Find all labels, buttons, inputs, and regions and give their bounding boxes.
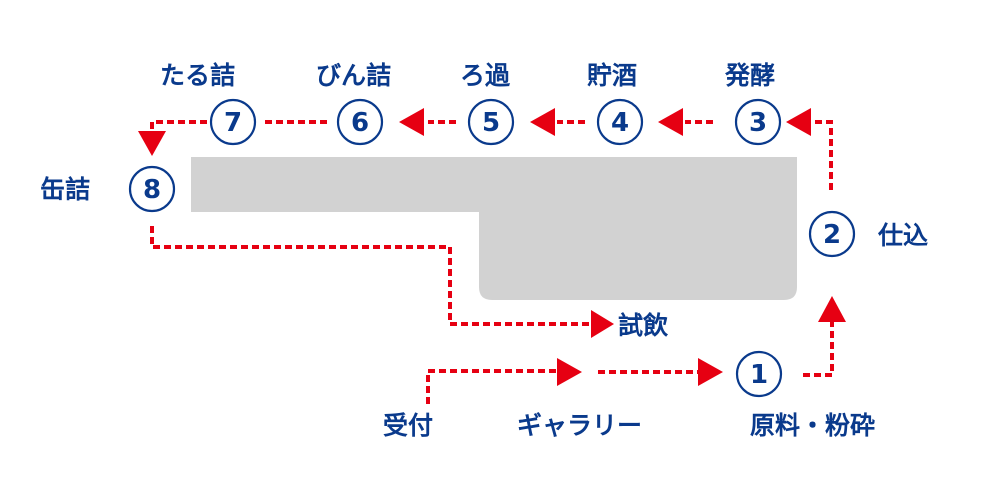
arrow-up-icon <box>818 296 846 322</box>
arrow-left-icon <box>399 108 424 136</box>
step-7: 7 たる詰 <box>160 61 257 146</box>
step-2-number: 2 <box>823 220 841 250</box>
step-8: 8 缶詰 <box>40 165 176 213</box>
step-5: 5 ろ過 <box>460 61 515 146</box>
arrow-left-icon <box>530 108 555 136</box>
step-5-number: 5 <box>482 108 500 138</box>
step-3-label: 発酵 <box>724 61 775 90</box>
step-4-label: 貯酒 <box>587 61 637 90</box>
step-3-circle <box>734 98 782 146</box>
step-3: 3 発酵 <box>724 61 782 146</box>
step-7-circle <box>209 98 257 146</box>
reception-label: 受付 <box>383 411 433 440</box>
step-7-number: 7 <box>224 108 242 138</box>
arrow-right-icon <box>557 358 582 386</box>
step-8-label: 缶詰 <box>40 175 90 204</box>
step-3-number: 3 <box>749 108 767 138</box>
arrow-down-icon <box>138 131 166 156</box>
tasting-label: 試飲 <box>618 311 669 340</box>
step-5-circle <box>467 98 515 146</box>
arrow-left-icon <box>786 108 811 136</box>
step-5-label: ろ過 <box>460 61 511 90</box>
step-6-number: 6 <box>351 108 369 138</box>
step-8-number: 8 <box>143 175 161 205</box>
step-2-circle <box>808 210 856 258</box>
arrow-left-icon <box>658 108 683 136</box>
arrow-right-icon <box>591 310 614 338</box>
gallery-label: ギャラリー <box>517 411 642 440</box>
step-1: 1 原料・粉砕 <box>735 350 875 440</box>
route-step1-to-step2 <box>803 320 834 377</box>
step-8-circle <box>128 165 176 213</box>
route-step2-to-step3 <box>808 120 833 190</box>
route-step8-to-tasting <box>150 226 592 326</box>
step-6-label: びん詰 <box>316 61 391 90</box>
step-4: 4 貯酒 <box>587 61 644 146</box>
route-step7-to-step8 <box>150 120 207 131</box>
step-1-number: 1 <box>750 360 768 390</box>
step-1-label: 原料・粉砕 <box>750 411 875 440</box>
step-6: 6 びん詰 <box>316 61 391 146</box>
step-4-circle <box>596 98 644 146</box>
step-2: 2 仕込 <box>808 210 928 258</box>
step-7-label: たる詰 <box>160 61 235 90</box>
arrowheads <box>138 108 846 386</box>
route-reception-to-gallery <box>426 369 558 404</box>
arrow-right-icon <box>698 358 723 386</box>
step-1-circle <box>735 350 783 398</box>
step-6-circle <box>336 98 384 146</box>
step-2-label: 仕込 <box>877 221 928 250</box>
step-4-number: 4 <box>611 108 629 138</box>
route-lines <box>150 120 834 404</box>
building-floor-area <box>191 157 797 300</box>
